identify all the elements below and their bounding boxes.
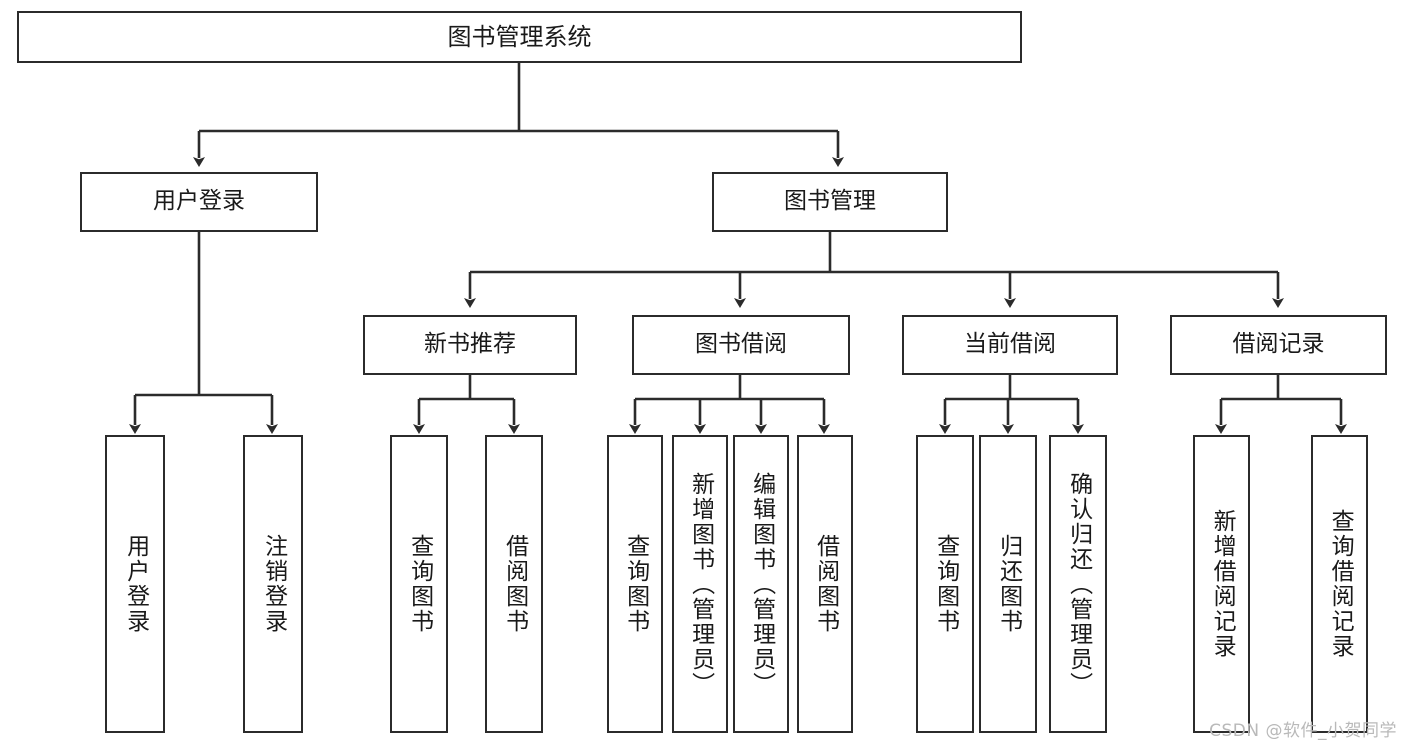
watermark: CSDN @软件_小贺同学: [1209, 721, 1397, 741]
node-label: 用户登录: [122, 534, 149, 634]
leaf-logout[interactable]: 注销登录: [243, 435, 303, 733]
node-label: 注销登录: [260, 534, 287, 634]
node-label: 查询图书: [932, 534, 959, 634]
leaf-return-books[interactable]: 归还图书: [979, 435, 1037, 733]
leaf-add-borrow-record[interactable]: 新增借阅记录: [1193, 435, 1250, 733]
node-new-book-recommendation[interactable]: 新书推荐: [363, 315, 577, 375]
leaf-query-books-borrow[interactable]: 查询图书: [607, 435, 663, 733]
node-book-borrowing[interactable]: 图书借阅: [632, 315, 850, 375]
node-borrow-records[interactable]: 借阅记录: [1170, 315, 1387, 375]
node-label: 查询图书: [622, 534, 649, 634]
node-label: 用户登录: [153, 188, 245, 215]
leaf-query-books-current[interactable]: 查询图书: [916, 435, 974, 733]
leaf-confirm-return-admin[interactable]: 确认归还（管理员）: [1049, 435, 1107, 733]
node-label: 查询借阅记录: [1327, 509, 1354, 659]
node-label: 查询图书: [406, 534, 433, 634]
leaf-query-borrow-record[interactable]: 查询借阅记录: [1311, 435, 1368, 733]
node-label: 借阅记录: [1232, 331, 1325, 358]
node-current-borrowing[interactable]: 当前借阅: [902, 315, 1118, 375]
leaf-borrow-books-new[interactable]: 借阅图书: [485, 435, 543, 733]
node-label: 借阅图书: [501, 534, 528, 634]
node-user-login[interactable]: 用户登录: [80, 172, 318, 232]
leaf-borrow-books[interactable]: 借阅图书: [797, 435, 853, 733]
node-label: 新增图书（管理员）: [687, 471, 714, 697]
node-label: 新书推荐: [424, 331, 516, 358]
node-book-management[interactable]: 图书管理: [712, 172, 948, 232]
leaf-add-book-admin[interactable]: 新增图书（管理员）: [672, 435, 728, 733]
node-root-system[interactable]: 图书管理系统: [17, 11, 1022, 63]
node-label: 编辑图书（管理员）: [748, 471, 775, 697]
node-label: 新增借阅记录: [1209, 509, 1236, 659]
leaf-user-login[interactable]: 用户登录: [105, 435, 165, 733]
node-label: 图书管理: [784, 188, 876, 215]
leaf-query-books-new[interactable]: 查询图书: [390, 435, 448, 733]
node-label: 借阅图书: [812, 534, 839, 634]
node-label: 图书借阅: [695, 331, 787, 358]
node-label: 当前借阅: [964, 331, 1056, 358]
leaf-edit-book-admin[interactable]: 编辑图书（管理员）: [733, 435, 789, 733]
node-label: 归还图书: [995, 534, 1022, 634]
node-label: 确认归还（管理员）: [1065, 471, 1092, 697]
node-label: 图书管理系统: [447, 22, 592, 51]
